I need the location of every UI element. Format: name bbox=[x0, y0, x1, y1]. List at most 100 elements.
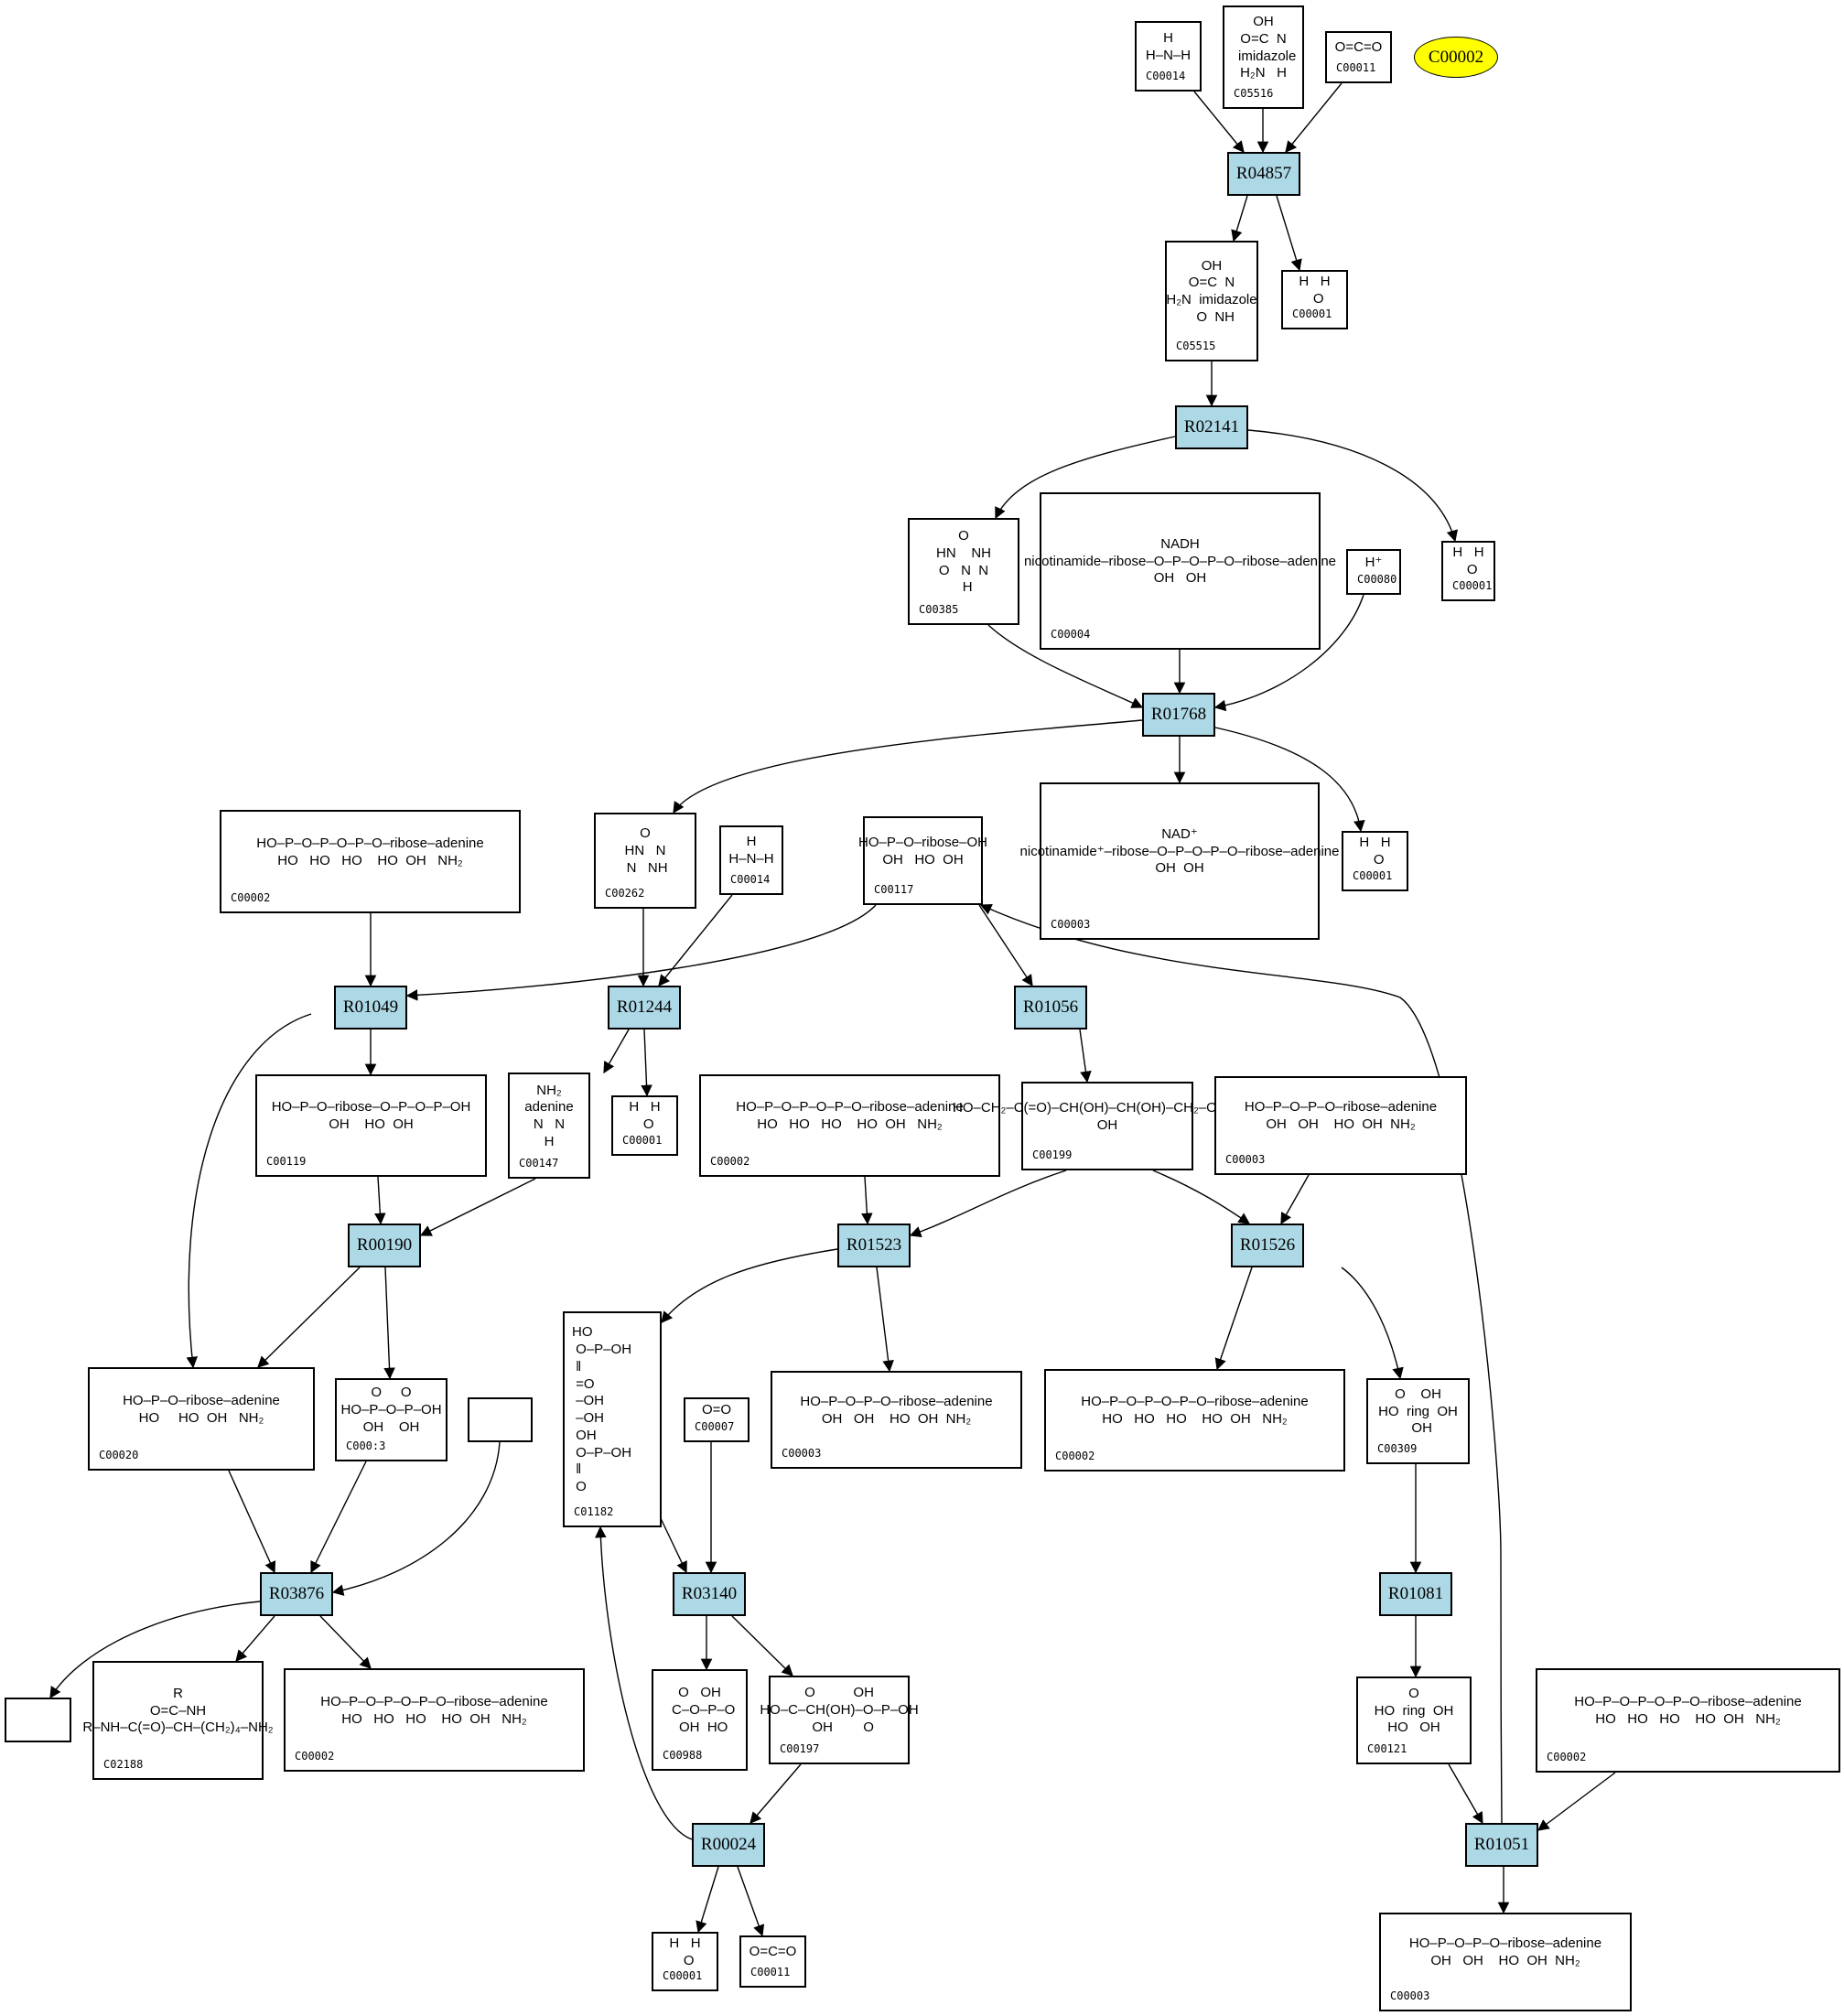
reaction-R01244[interactable]: R01244 bbox=[608, 986, 681, 1030]
reaction-edge bbox=[310, 1461, 367, 1574]
reaction-edge bbox=[1214, 727, 1365, 833]
reaction-label: R03140 bbox=[681, 1584, 738, 1603]
reaction-R04857[interactable]: R04857 bbox=[1227, 152, 1300, 196]
reaction-edge bbox=[661, 1248, 838, 1323]
reaction-edge bbox=[696, 1866, 719, 1934]
compound-id: C00004 bbox=[1051, 628, 1091, 641]
compound-id: C00309 bbox=[1377, 1442, 1418, 1455]
reaction-edge bbox=[658, 1514, 687, 1574]
structure-drawing: OH O=C N imidazole H₂N H bbox=[1237, 14, 1297, 81]
compound-node[interactable]: HO–P–O–ribose–OH OH HO OH C00117 bbox=[858, 816, 987, 905]
reaction-edge bbox=[1247, 429, 1458, 543]
compound-id: C00199 bbox=[1032, 1148, 1073, 1161]
compound-id: C00001 bbox=[1452, 579, 1493, 592]
reaction-edge bbox=[319, 1615, 372, 1669]
compound-node[interactable]: HO–P–O–P–O–ribose–adenine OH OH HO OH NH… bbox=[1214, 1076, 1467, 1175]
compound-node[interactable]: HO–P–O–P–O–P–O–ribose–adenine HO HO HO H… bbox=[284, 1668, 585, 1772]
reaction-edge bbox=[235, 1615, 275, 1662]
compound-empty-node[interactable] bbox=[468, 1397, 533, 1442]
compound-node[interactable]: HO–P–O–P–O–P–O–ribose–adenine HO HO HO H… bbox=[1536, 1668, 1840, 1773]
reaction-edge bbox=[749, 1763, 802, 1824]
reaction-R01056[interactable]: R01056 bbox=[1014, 986, 1087, 1030]
highlighted-compound[interactable]: C00002 bbox=[1414, 37, 1498, 78]
reaction-R01051[interactable]: R01051 bbox=[1465, 1823, 1538, 1867]
compound-node[interactable]: HO–CH₂–C(=O)–CH(OH)–CH(OH)–CH₂–O–P–OH OH… bbox=[953, 1082, 1262, 1170]
reaction-R02141[interactable]: R02141 bbox=[1175, 405, 1248, 449]
compound-node[interactable]: HO–P–O–P–O–ribose–adenine OH OH HO OH NH… bbox=[1379, 1913, 1632, 2011]
compound-id: C00001 bbox=[1292, 307, 1332, 320]
reaction-label: R04857 bbox=[1235, 164, 1292, 183]
compound-id: C02188 bbox=[103, 1758, 144, 1771]
structure-drawing: HO O–P–OH ‖ =O –OH –OH OH O–P–OH ‖ O bbox=[572, 1324, 632, 1494]
compound-node[interactable]: HO–P–O–P–O–P–O–ribose–adenine HO HO HO H… bbox=[699, 1074, 1000, 1177]
compound-node[interactable]: R O=C–NH R–NH–C(=O)–CH–(CH₂)₄–NH₂ C02188 bbox=[82, 1661, 274, 1780]
reaction-label: R02141 bbox=[1183, 417, 1240, 437]
compound-id: C00988 bbox=[663, 1749, 703, 1762]
reaction-edge bbox=[595, 1525, 693, 1840]
structure-drawing: HO–CH₂–C(=O)–CH(OH)–CH(OH)–CH₂–O–P–OH OH bbox=[953, 1099, 1262, 1133]
structure-drawing: H H O bbox=[1452, 544, 1484, 577]
compound-id: C00117 bbox=[874, 883, 914, 896]
compound-id: C00262 bbox=[605, 887, 645, 900]
reaction-label: R00024 bbox=[700, 1835, 757, 1854]
reaction-R01523[interactable]: R01523 bbox=[837, 1224, 911, 1267]
compound-node[interactable]: HO–P–O–P–O–P–O–ribose–adenine HO HO HO H… bbox=[1044, 1369, 1345, 1472]
structure-drawing: HO–P–O–P–O–P–O–ribose–adenine HO HO HO H… bbox=[256, 835, 484, 868]
compound-id: C00002 bbox=[231, 891, 271, 904]
reaction-R00024[interactable]: R00024 bbox=[692, 1823, 765, 1867]
structure-drawing: R O=C–NH R–NH–C(=O)–CH–(CH₂)₄–NH₂ bbox=[82, 1685, 274, 1736]
compound-empty-node[interactable] bbox=[5, 1698, 71, 1742]
reaction-edge bbox=[731, 1615, 793, 1676]
reaction-label: R01523 bbox=[846, 1235, 902, 1255]
compound-node[interactable]: H⁺C00080 bbox=[1346, 549, 1401, 595]
structure-drawing: HO–P–O–ribose–OH OH HO OH bbox=[858, 834, 987, 868]
compound-node[interactable]: HO–P–O–P–O–ribose–adenine OH OH HO OH NH… bbox=[771, 1371, 1022, 1469]
compound-node[interactable]: NAD⁺ nicotinamide⁺–ribose–O–P–O–P–O–ribo… bbox=[1019, 782, 1340, 940]
reaction-R01526[interactable]: R01526 bbox=[1231, 1224, 1304, 1267]
compound-id: C00002 bbox=[1055, 1450, 1095, 1462]
reaction-R03140[interactable]: R03140 bbox=[673, 1572, 746, 1616]
compound-node[interactable]: HO–P–O–P–O–P–O–ribose–adenine HO HO HO H… bbox=[220, 810, 521, 913]
reaction-R03876[interactable]: R03876 bbox=[260, 1572, 333, 1616]
reaction-label: R01244 bbox=[616, 997, 673, 1017]
reaction-R00190[interactable]: R00190 bbox=[348, 1224, 421, 1267]
compound-id: C00003 bbox=[782, 1447, 822, 1460]
reaction-label: R01056 bbox=[1022, 997, 1079, 1017]
reaction-edge bbox=[641, 1029, 652, 1097]
reaction-R01768[interactable]: R01768 bbox=[1142, 693, 1215, 737]
structure-drawing: NAD⁺ nicotinamide⁺–ribose–O–P–O–P–O–ribo… bbox=[1019, 825, 1340, 877]
reaction-R01049[interactable]: R01049 bbox=[334, 986, 407, 1030]
reaction-edge bbox=[995, 436, 1176, 520]
structure-drawing: H H O bbox=[669, 1935, 701, 1968]
reaction-label: R01526 bbox=[1239, 1235, 1296, 1255]
compound-node[interactable]: H H O C00001 bbox=[1441, 541, 1495, 601]
structure-drawing: HO–P–O–P–O–ribose–adenine OH OH HO OH NH… bbox=[1408, 1935, 1602, 1968]
structure-drawing: H⁺ bbox=[1364, 554, 1383, 570]
reaction-edge bbox=[419, 1178, 536, 1236]
compound-id: C000:3 bbox=[346, 1439, 386, 1452]
reaction-R01081[interactable]: R01081 bbox=[1379, 1572, 1452, 1616]
compound-node[interactable]: NADH nicotinamide–ribose–O–P–O–P–O–ribos… bbox=[1024, 492, 1336, 650]
